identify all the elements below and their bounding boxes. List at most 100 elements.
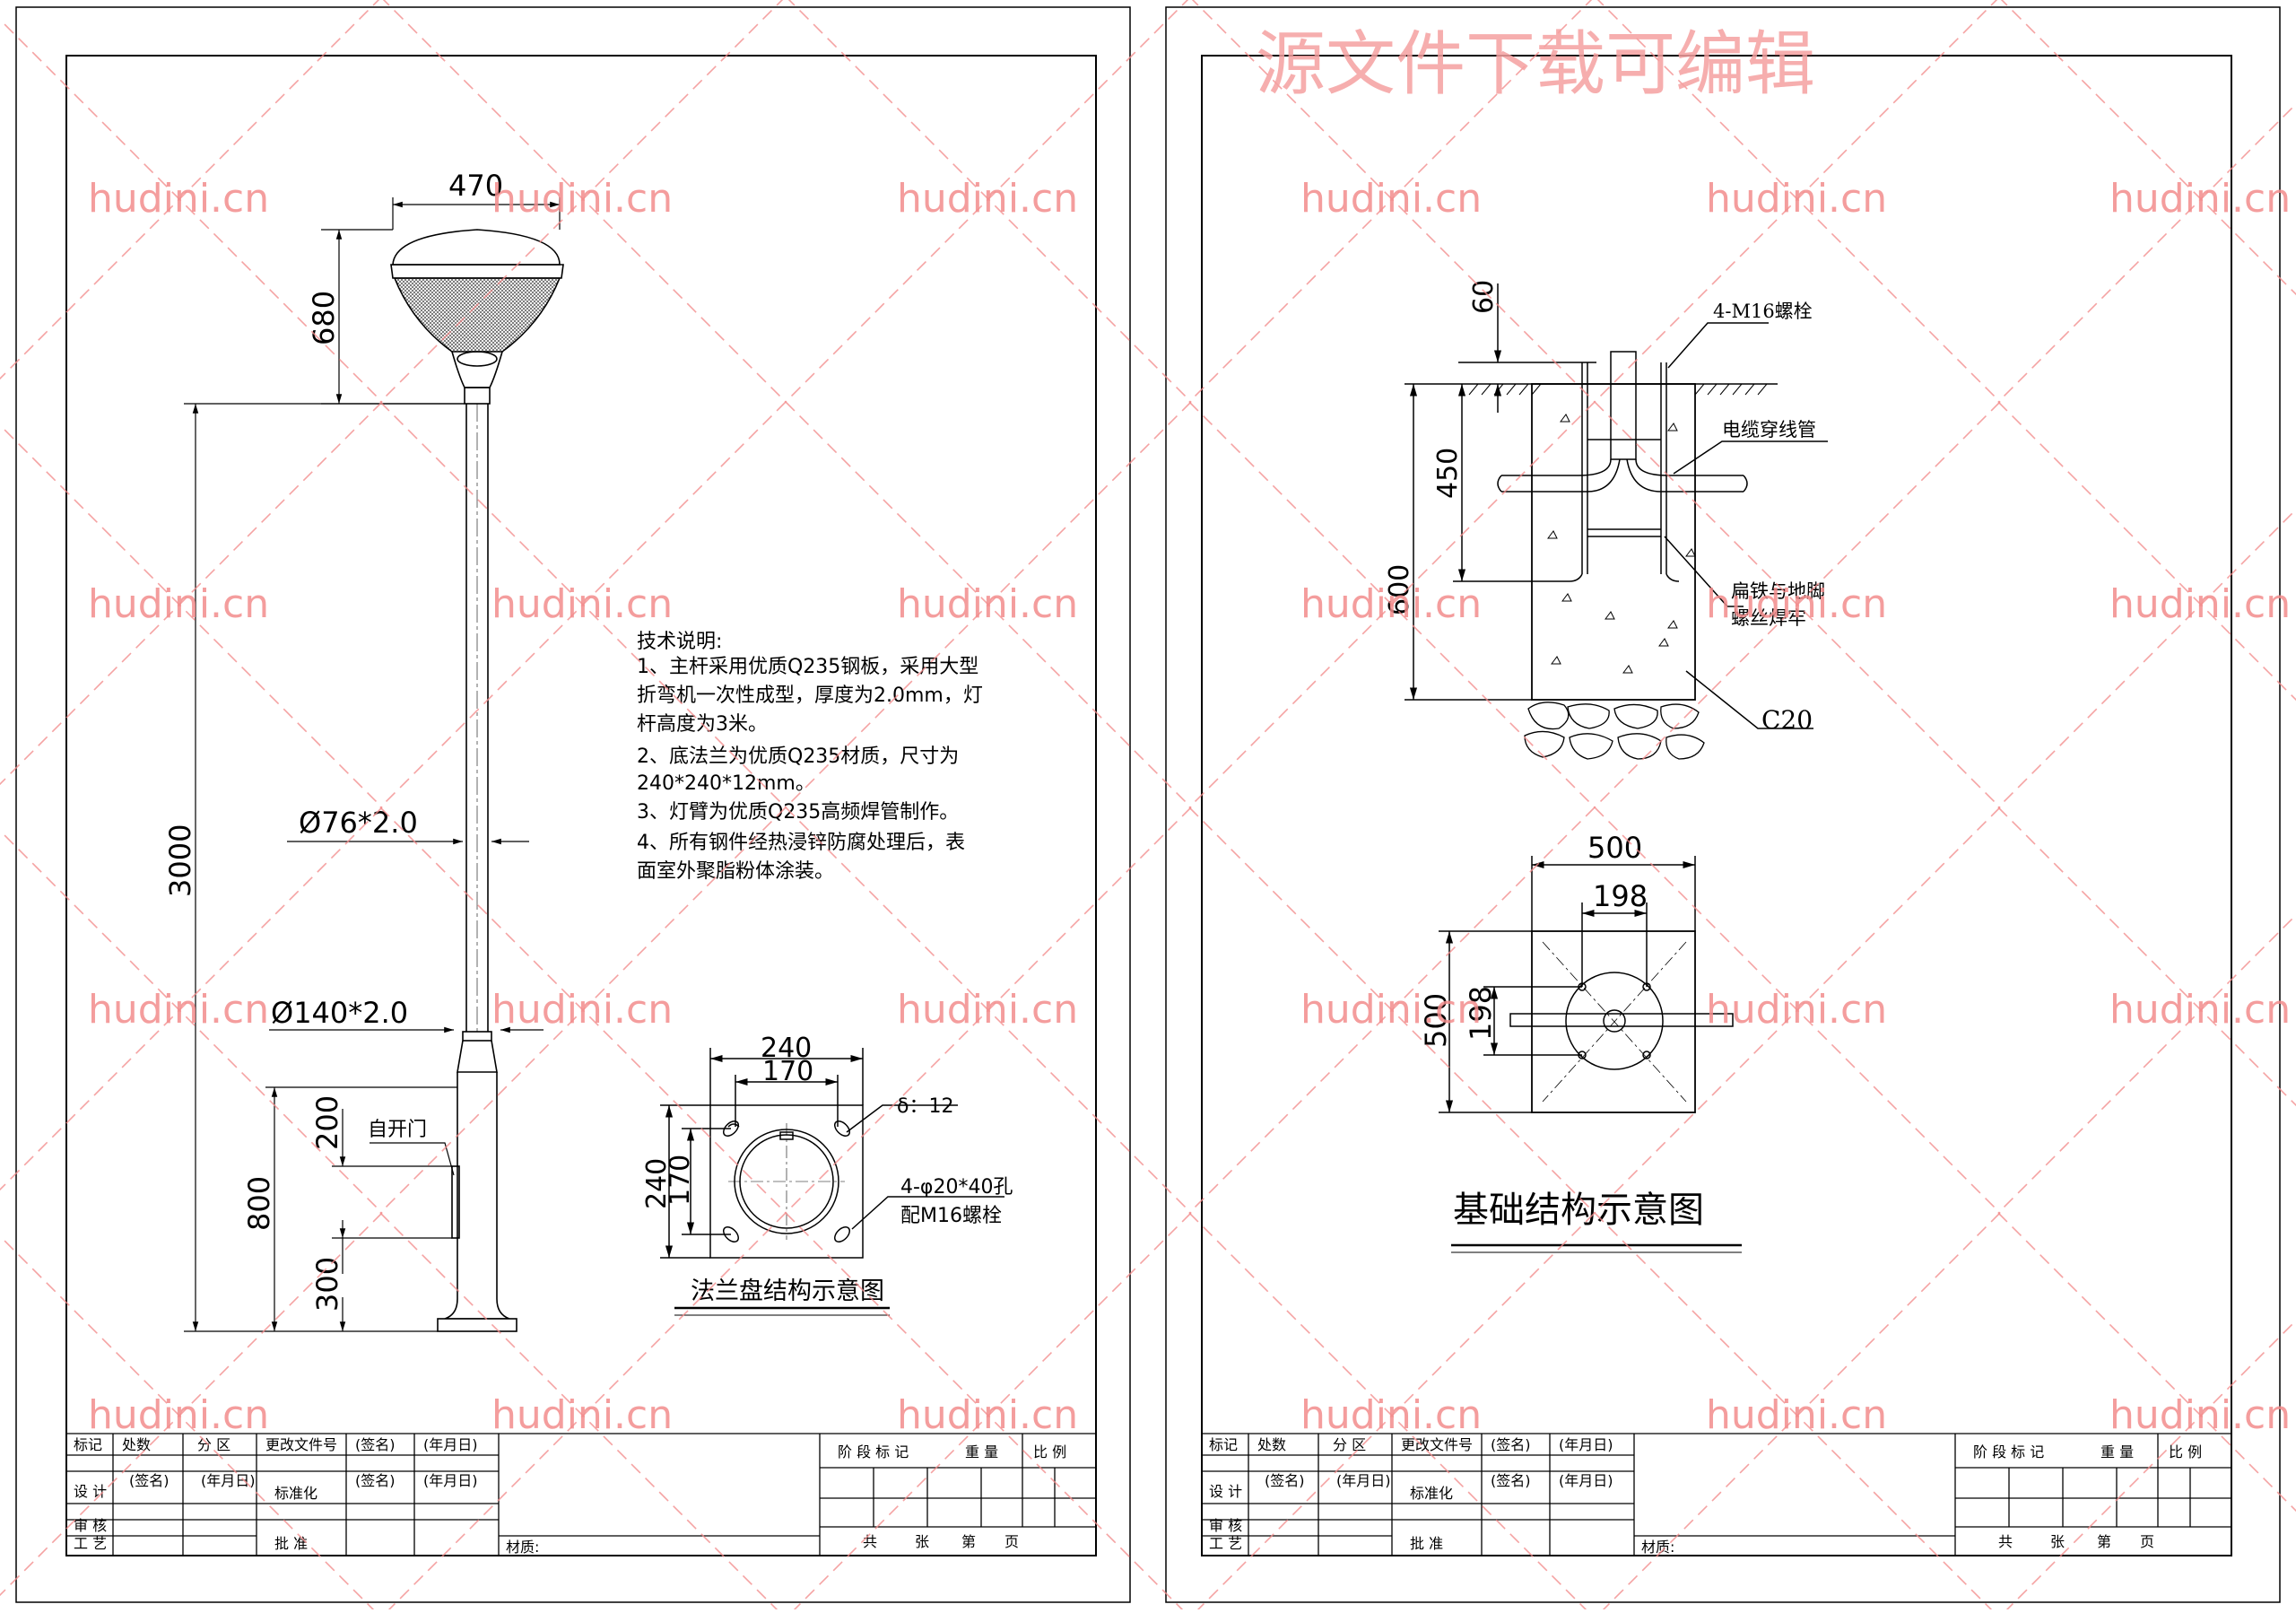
watermark-text: hudini.cn [88, 581, 269, 627]
watermark-text: hudini.cn [491, 176, 673, 222]
right-sheet-inner-frame [1201, 55, 2232, 1556]
head-height-label: 680 [307, 291, 341, 345]
lamp-neck [451, 351, 503, 388]
watermark-text: hudini.cn [2109, 1392, 2291, 1438]
watermark-text: hudini.cn [1300, 176, 1482, 222]
tech-notes: 技术说明: 1、主杆采用优质Q235钢板，采用大型 折弯机一次性成型，厚度为2.… [637, 631, 983, 883]
foundation-section [1405, 283, 1828, 760]
watermark-text: hudini.cn [2109, 176, 2291, 222]
concrete-grade-label: C20 [1761, 705, 1813, 735]
title-block-cell: 重 量 [965, 1443, 998, 1460]
title-block-cell: 页 [1004, 1533, 1019, 1550]
title-block-cell: 更改文件号 [1401, 1436, 1473, 1453]
lamp-cap [392, 229, 561, 266]
watermark-text: hudini.cn [2109, 581, 2291, 627]
plan-inner-v-label: 198 [1464, 986, 1498, 1041]
flange-slot-hole [723, 1120, 739, 1137]
lamp-shade-rim [390, 264, 564, 279]
left-sheet-inner-frame [65, 55, 1097, 1556]
watermark-text: hudini.cn [491, 581, 673, 627]
title-block-left: 标记处数分 区更改文件号(签名)(年月日)设 计(签名)(年月日)标准化(签名)… [66, 1433, 1096, 1556]
upper-diameter-label: Ø76*2.0 [299, 806, 418, 840]
flange-slot-hole [834, 1226, 850, 1242]
title-block-cell: 标记 [1209, 1436, 1238, 1453]
watermark-text: hudini.cn [1706, 1392, 1887, 1438]
door-width-label: 200 [310, 1095, 344, 1150]
flange-inner-label: 170 [762, 1056, 813, 1087]
watermark-text: hudini.cn [1300, 1392, 1482, 1438]
title-block-cell: (年月日) [1559, 1436, 1613, 1453]
watermark-text: hudini.cn [1706, 176, 1887, 222]
cable-conduit-vertical [1610, 351, 1637, 460]
lower-diameter-label: Ø140*2.0 [271, 996, 408, 1030]
title-block-cell: 处数 [1257, 1436, 1286, 1453]
concrete-speckles [1547, 414, 1696, 674]
title-block-cell: 第 [2097, 1533, 2111, 1550]
tech-note-line: 1、主杆采用优质Q235钢板，采用大型 [637, 656, 978, 678]
title-block-cell: 张 [915, 1533, 929, 1550]
watermark-banner: 源文件下载可编辑 [1256, 24, 1815, 105]
cable-conduit-bend [1501, 458, 1744, 476]
title-block-cell: 共 [863, 1533, 877, 1550]
title-block-cell: 设 计 [1209, 1483, 1242, 1500]
flange-outer-v-label: 240 [641, 1158, 673, 1209]
title-block-cell: 批 准 [1410, 1535, 1443, 1552]
watermark-text: hudini.cn [897, 987, 1078, 1033]
left-sheet-outer-frame [15, 6, 1131, 1603]
title-block-cell: (签名) [1265, 1472, 1305, 1489]
weld-label-2: 螺丝焊牢 [1731, 607, 1806, 629]
title-block-cell: (年月日) [201, 1472, 256, 1489]
door-bottom-label: 300 [310, 1257, 344, 1312]
title-block-cell: (年月日) [1559, 1472, 1613, 1489]
title-block-cell: 第 [961, 1533, 976, 1550]
title-block-cell: (年月日) [423, 1436, 478, 1453]
pole-base-flare [444, 1298, 510, 1320]
watermark-text: hudini.cn [1706, 581, 1887, 627]
head-width-label: 470 [448, 169, 503, 203]
watermark-text: hudini.cn [897, 581, 1078, 627]
flange-rib-top [779, 1131, 794, 1140]
lamp-mesh-shade [393, 277, 561, 353]
flange-slot-hole [723, 1226, 739, 1242]
flange-labels: 240 170 240 170 δ：12 4-φ20*40孔 配M16螺栓 法兰… [641, 1033, 1013, 1305]
flange-plan [660, 1048, 1004, 1316]
watermark-text: hudini.cn [88, 176, 269, 222]
foundation-plan-pipe [1565, 972, 1664, 1070]
title-block-right: 标记处数分 区更改文件号(签名)(年月日)设 计(签名)(年月日)标准化(签名)… [1202, 1433, 2231, 1556]
pole-base-plate [437, 1318, 517, 1332]
title-block-cell: 页 [2140, 1533, 2154, 1550]
title-block-cell: (签名) [1491, 1436, 1531, 1453]
sheet-frames [15, 6, 2281, 1603]
watermark-text: hudini.cn [1706, 987, 1887, 1033]
foundation-plan-square [1531, 930, 1696, 1113]
watermark-text: hudini.cn [2109, 987, 2291, 1033]
watermark-text: hudini.cn [1300, 987, 1482, 1033]
watermark-text: hudini.cn [88, 1392, 269, 1438]
depth-600-label: 600 [1384, 564, 1415, 615]
flange-slot-hole [834, 1120, 850, 1137]
tech-note-line: 2、底法兰为优质Q235材质，尺寸为 [637, 745, 959, 768]
pole-joint [462, 1031, 492, 1042]
title-block-cell: 共 [1998, 1533, 2013, 1550]
title-block-cell: (签名) [129, 1472, 170, 1489]
plan-height-label: 500 [1419, 993, 1453, 1048]
title-block-cell: (签名) [355, 1436, 396, 1453]
title-block-cell: (签名) [355, 1472, 396, 1489]
foundation-plan [1439, 856, 1742, 1253]
watermark-text: hudini.cn [491, 1392, 673, 1438]
flange-bolts-label: 配M16螺栓 [900, 1205, 1002, 1227]
title-block-cell: 比 例 [1033, 1443, 1066, 1460]
title-block-cell: 标准化 [274, 1485, 317, 1502]
tech-note-line: 3、灯臂为优质Q235高频焊管制作。 [637, 801, 959, 824]
top-dim-label: 60 [1468, 280, 1500, 314]
title-block-cell: 审 核 [74, 1517, 107, 1534]
title-block-cell: 比 例 [2169, 1443, 2202, 1460]
right-sheet-outer-frame [1165, 6, 2281, 1603]
flange-title: 法兰盘结构示意图 [691, 1277, 884, 1305]
pole-dimensions [184, 197, 561, 1332]
flange-outer-label: 240 [761, 1033, 812, 1064]
door-label: 自开门 [368, 1119, 427, 1141]
